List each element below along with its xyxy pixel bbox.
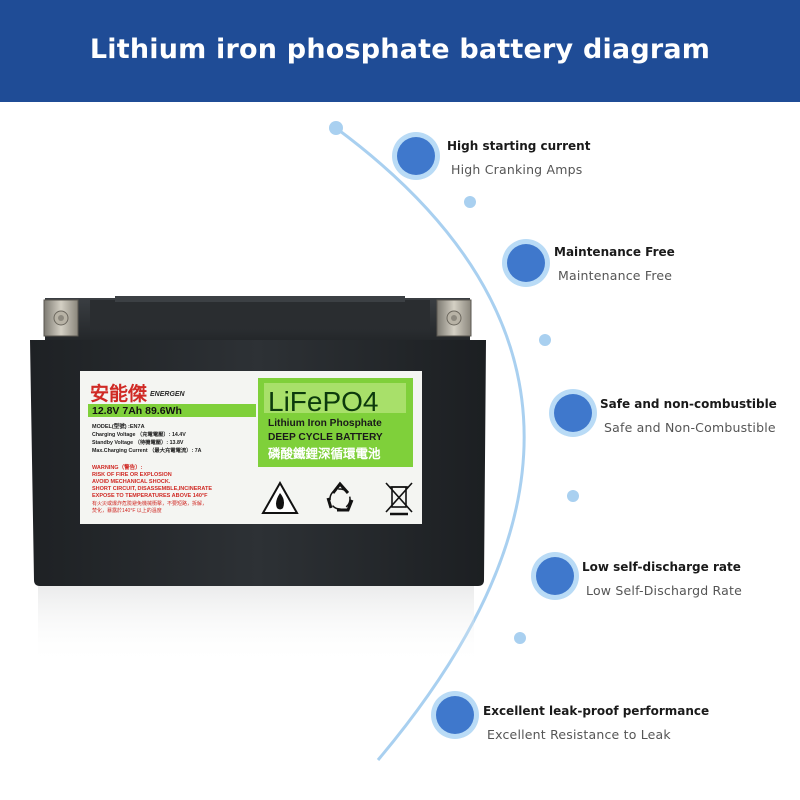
arc-node xyxy=(431,691,479,739)
arc-node xyxy=(392,132,440,180)
page-title: Lithium iron phosphate battery diagram xyxy=(89,33,711,65)
arc-line xyxy=(335,126,526,761)
feature-title: Excellent leak-proof performance xyxy=(483,704,710,718)
arc-dot xyxy=(567,490,579,502)
feature-high-cranking: High starting current High Cranking Amps xyxy=(447,139,590,177)
feature-title: High starting current xyxy=(447,139,591,153)
feature-leak-proof: Excellent leak-proof performance Excelle… xyxy=(483,704,709,742)
feature-maintenance-free: Maintenance Free Maintenance Free xyxy=(554,245,675,283)
arc-node xyxy=(531,552,579,600)
feature-subtitle: High Cranking Amps xyxy=(451,162,583,177)
arc-node xyxy=(549,389,597,437)
arc-dot xyxy=(464,196,476,208)
arc-node xyxy=(502,239,550,287)
header-banner: Lithium iron phosphate battery diagram xyxy=(0,0,800,102)
feature-subtitle: Excellent Resistance to Leak xyxy=(487,727,671,742)
feature-title: Maintenance Free xyxy=(554,245,675,259)
arc-dot xyxy=(539,334,551,346)
arc-dot xyxy=(329,121,343,135)
feature-low-self-discharge: Low self-discharge rate Low Self-Dischar… xyxy=(582,560,742,598)
feature-subtitle: Maintenance Free xyxy=(558,268,673,283)
feature-subtitle: Low Self-Dischargd Rate xyxy=(586,583,743,598)
feature-title: Safe and non-combustible xyxy=(600,397,777,411)
feature-safe: Safe and non-combustible Safe and Non-Co… xyxy=(600,397,777,435)
arc-dot xyxy=(514,632,526,644)
feature-subtitle: Safe and Non-Combustible xyxy=(604,420,776,435)
feature-title: Low self-discharge rate xyxy=(582,560,741,574)
